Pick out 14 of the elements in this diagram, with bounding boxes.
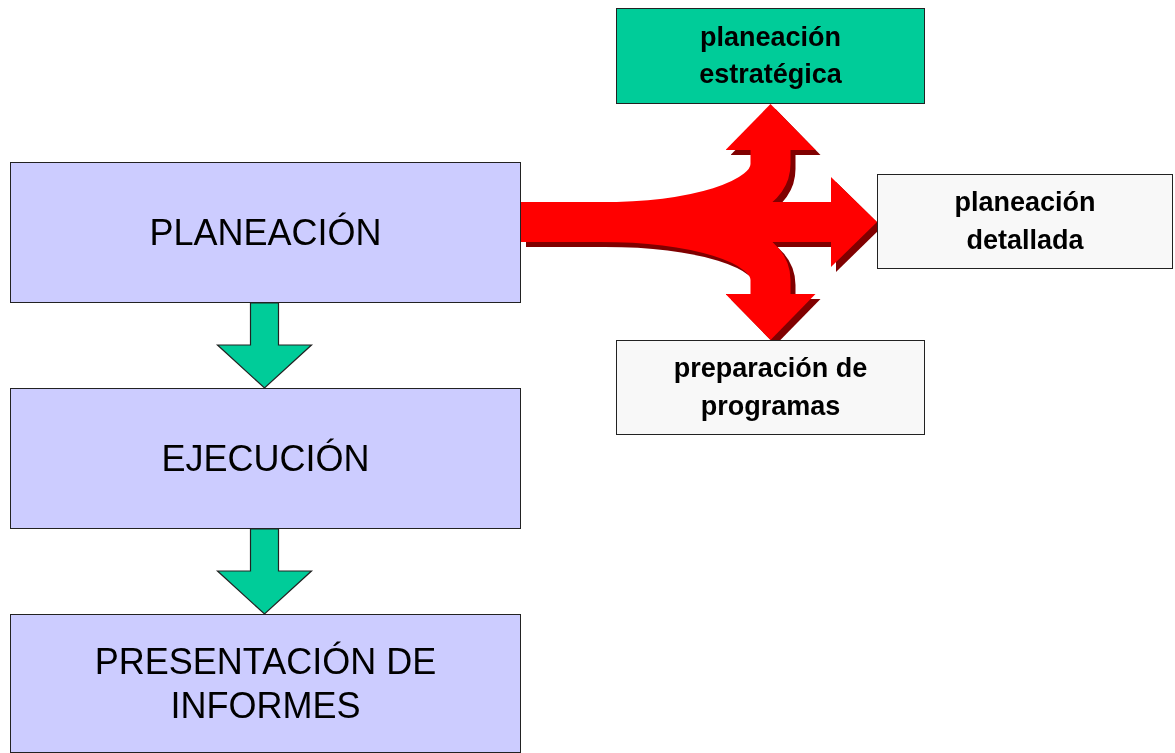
block-arrow <box>215 528 314 615</box>
output-box <box>616 8 925 104</box>
block-arrow <box>215 302 314 389</box>
node-label: EJECUCIÓN <box>161 436 370 481</box>
output-box <box>616 340 925 435</box>
node-label: planeación detallada <box>953 186 1097 257</box>
process-box <box>10 614 521 753</box>
node-label: PLANEACIÓN <box>149 210 382 255</box>
process-box <box>10 162 521 303</box>
node-label: planeación estratégica <box>698 20 843 91</box>
process-box <box>10 388 521 529</box>
output-box <box>877 174 1173 269</box>
node-label: PRESENTACIÓN DE INFORMES <box>93 640 438 727</box>
node-label: preparación de programas <box>672 352 869 423</box>
